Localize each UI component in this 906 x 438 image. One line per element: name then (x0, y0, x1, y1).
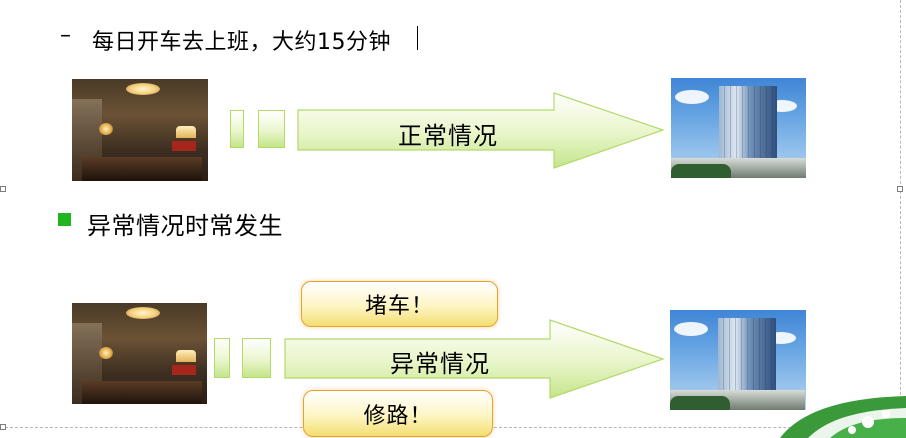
callout-traffic-jam[interactable]: 堵车！ (301, 281, 498, 327)
arrow-label-normal: 正常情况 (398, 122, 498, 150)
text-caret (417, 26, 418, 50)
square-bullet-marker (58, 213, 71, 226)
corner-decoration-graphic (780, 396, 906, 438)
office-building-photo[interactable] (671, 78, 806, 178)
resize-handle-left[interactable] (0, 186, 6, 192)
home-photo[interactable] (72, 79, 208, 181)
bullet-text-commute[interactable]: 每日开车去上班，大约15分钟 (92, 30, 391, 55)
resize-handle-bottom-left[interactable] (0, 424, 6, 430)
abnormal-arrow[interactable] (284, 319, 665, 399)
progress-block-1[interactable] (230, 110, 244, 148)
home-photo[interactable] (72, 303, 207, 404)
resize-handle-right[interactable] (897, 186, 903, 192)
progress-block-1[interactable] (214, 338, 230, 378)
bullet-text-exceptions[interactable]: 异常情况时常发生 (87, 212, 283, 240)
progress-block-2[interactable] (242, 338, 271, 378)
progress-block-2[interactable] (258, 110, 285, 148)
dash-bullet-marker: – (60, 23, 71, 48)
callout-road-repair[interactable]: 修路！ (303, 390, 493, 437)
slide-frame-right-edge (900, 0, 901, 430)
normal-arrow[interactable] (297, 92, 665, 169)
arrow-label-abnormal: 异常情况 (390, 350, 490, 378)
office-building-photo[interactable] (670, 310, 806, 410)
